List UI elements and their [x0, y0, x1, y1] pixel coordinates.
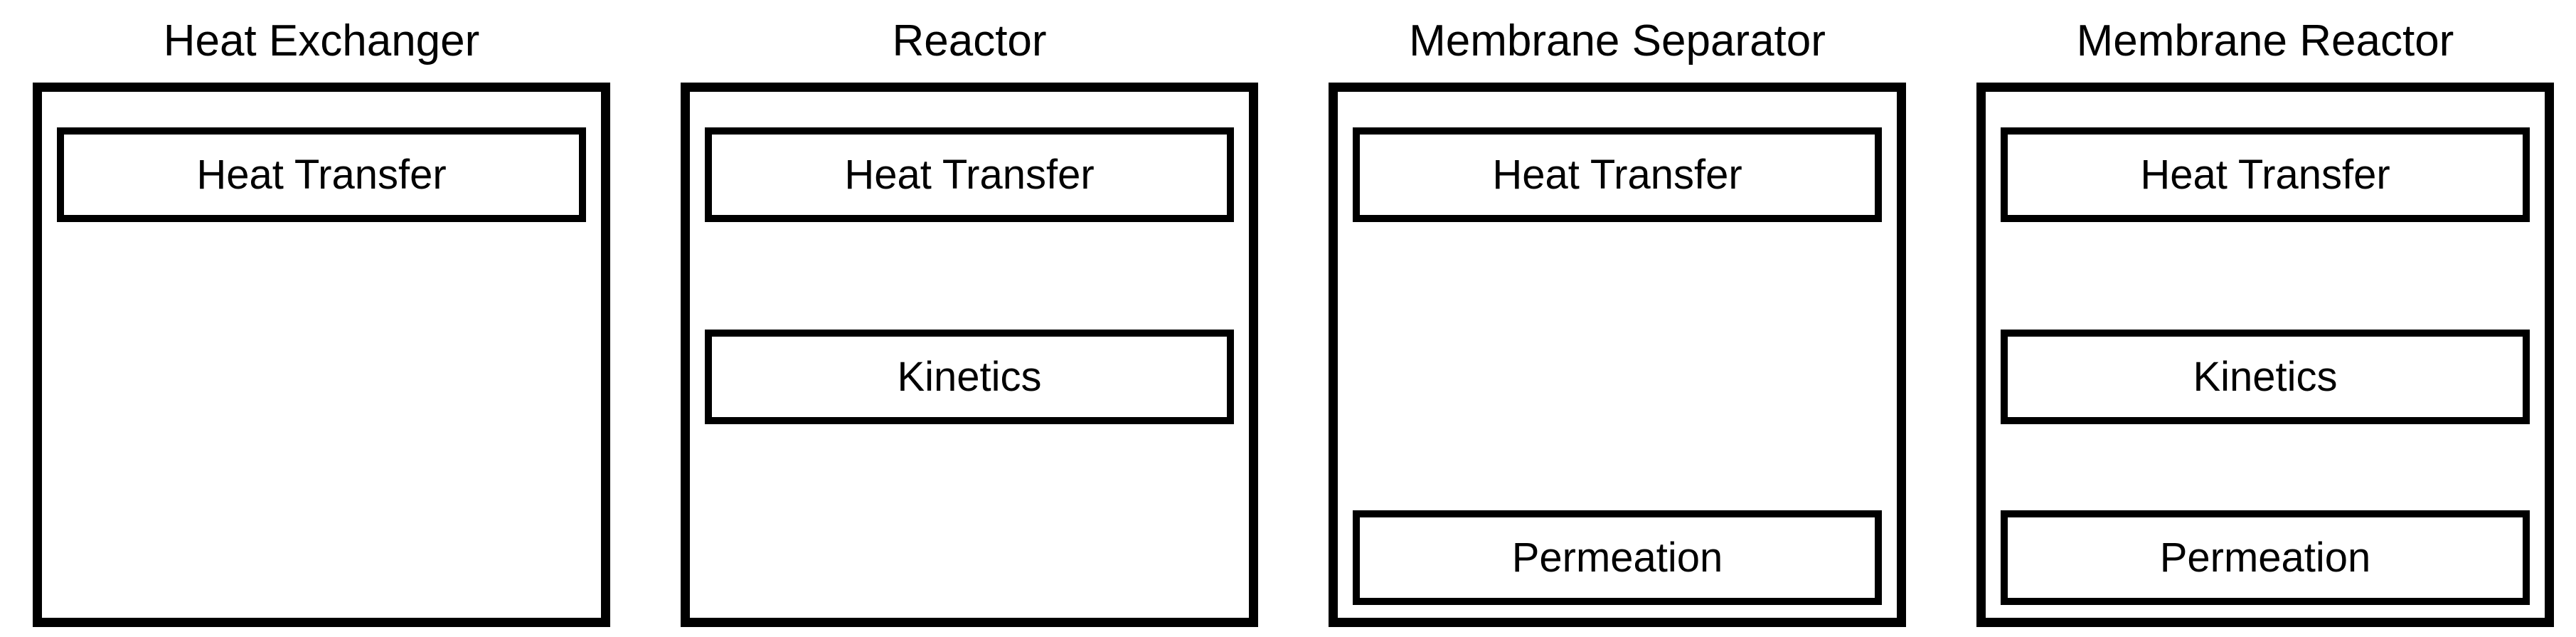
submodel-label: Kinetics	[2193, 353, 2338, 400]
module-outline: Heat Transfer Kinetics Permeation	[1976, 83, 2554, 627]
submodel-label: Heat Transfer	[844, 151, 1095, 198]
submodel-label: Heat Transfer	[1492, 151, 1742, 198]
submodel-box: Heat Transfer	[2001, 127, 2530, 222]
module-outline: Heat Transfer Kinetics	[681, 83, 1258, 627]
module-card-heat-exchanger: Heat Exchanger Heat Transfer	[33, 0, 610, 637]
module-title: Reactor	[892, 16, 1047, 65]
submodel-box: Kinetics	[705, 330, 1234, 424]
module-title: Membrane Reactor	[2076, 16, 2454, 65]
submodel-box: Heat Transfer	[705, 127, 1234, 222]
submodel-label: Kinetics	[897, 353, 1042, 400]
submodel-box: Kinetics	[2001, 330, 2530, 424]
module-outline: Heat Transfer Permeation	[1329, 83, 1906, 627]
module-outline: Heat Transfer	[33, 83, 610, 627]
module-card-membrane-separator: Membrane Separator Heat Transfer Permeat…	[1329, 0, 1906, 637]
submodel-label: Heat Transfer	[2140, 151, 2390, 198]
submodel-box: Heat Transfer	[1353, 127, 1882, 222]
module-card-reactor: Reactor Heat Transfer Kinetics	[681, 0, 1258, 637]
submodel-box: Permeation	[1353, 510, 1882, 605]
submodel-box: Permeation	[2001, 510, 2530, 605]
submodel-label: Permeation	[2159, 534, 2371, 581]
module-card-membrane-reactor: Membrane Reactor Heat Transfer Kinetics …	[1976, 0, 2554, 637]
module-title: Membrane Separator	[1409, 16, 1826, 65]
submodel-label: Permeation	[1511, 534, 1723, 581]
submodel-label: Heat Transfer	[196, 151, 447, 198]
module-title: Heat Exchanger	[163, 16, 480, 65]
submodel-box: Heat Transfer	[57, 127, 586, 222]
